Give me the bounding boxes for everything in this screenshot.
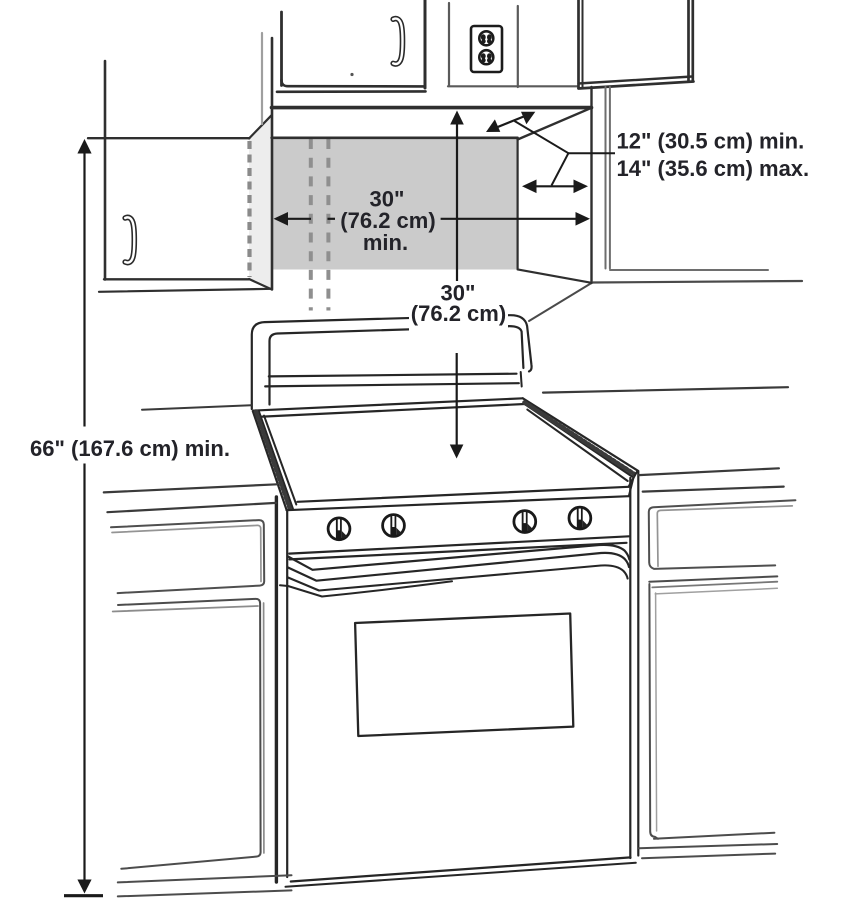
- svg-text:14" (35.6 cm) max.: 14" (35.6 cm) max.: [617, 156, 810, 181]
- svg-text:66" (167.6 cm) min.: 66" (167.6 cm) min.: [30, 436, 230, 461]
- svg-text:(76.2 cm): (76.2 cm): [411, 301, 506, 326]
- svg-text:(76.2 cm): (76.2 cm): [340, 208, 435, 233]
- svg-text:30": 30": [441, 281, 476, 306]
- svg-text:min.: min.: [363, 230, 408, 255]
- svg-text:12" (30.5 cm) min.: 12" (30.5 cm) min.: [617, 129, 805, 154]
- svg-text:30": 30": [370, 187, 405, 212]
